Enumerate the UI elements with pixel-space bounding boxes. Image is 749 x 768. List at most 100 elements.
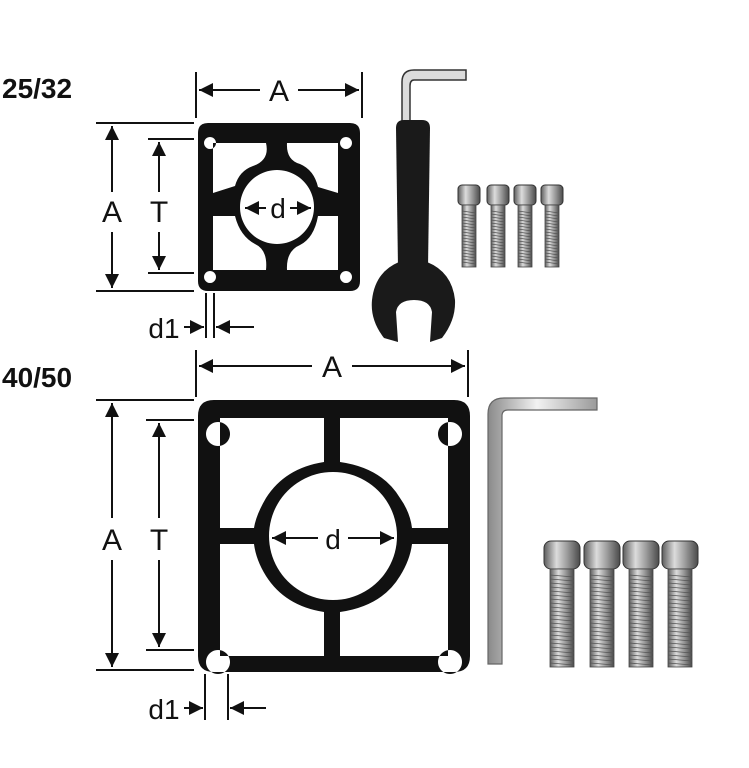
svg-text:T: T xyxy=(150,524,168,557)
thread-line xyxy=(667,642,693,646)
thread-line xyxy=(490,252,506,256)
thread-line xyxy=(549,582,575,586)
thread-line xyxy=(628,582,654,586)
dimension-a-height-large: A xyxy=(96,399,194,671)
thread-line xyxy=(544,213,560,217)
thread-line xyxy=(628,598,654,602)
thread-line xyxy=(549,654,575,658)
thread-line xyxy=(589,582,615,586)
thread-line xyxy=(517,246,533,250)
thread-line xyxy=(461,246,477,250)
thread-line xyxy=(628,618,654,622)
dimension-d1-large: d1 xyxy=(148,674,266,725)
hex-key-icon xyxy=(487,397,598,665)
thread-line xyxy=(544,228,560,232)
screw-icon xyxy=(457,184,481,268)
size-label-small: 25/32 xyxy=(2,73,72,104)
thread-line xyxy=(461,240,477,244)
thread-line xyxy=(549,638,575,642)
thread-line xyxy=(628,602,654,606)
thread-line xyxy=(461,225,477,229)
thread-line xyxy=(589,650,615,654)
thread-line xyxy=(589,630,615,634)
svg-text:A: A xyxy=(322,351,342,384)
thread-line xyxy=(517,231,533,235)
thread-line xyxy=(544,237,560,241)
thread-line xyxy=(544,222,560,226)
thread-line xyxy=(589,614,615,618)
dimension-t-large: T xyxy=(146,419,194,651)
screw-icon xyxy=(486,184,510,268)
thread-line xyxy=(461,219,477,223)
screw-icon xyxy=(543,540,581,668)
thread-line xyxy=(461,255,477,259)
thread-line xyxy=(517,213,533,217)
thread-line xyxy=(628,634,654,638)
svg-text:A: A xyxy=(102,524,122,557)
thread-line xyxy=(549,606,575,610)
thread-line xyxy=(549,598,575,602)
thread-line xyxy=(544,210,560,214)
thread-line xyxy=(589,598,615,602)
thread-line xyxy=(461,243,477,247)
thread-line xyxy=(589,594,615,598)
thread-line xyxy=(549,642,575,646)
thread-line xyxy=(490,216,506,220)
thread-line xyxy=(461,216,477,220)
thread-line xyxy=(544,216,560,220)
svg-text:d1: d1 xyxy=(148,694,179,725)
thread-line xyxy=(589,586,615,590)
thread-line xyxy=(517,258,533,262)
thread-line xyxy=(461,258,477,262)
gasket-plate-large xyxy=(198,400,470,674)
thread-line xyxy=(490,261,506,265)
dimension-d1-small: d1 xyxy=(148,293,254,344)
thread-line xyxy=(589,574,615,578)
thread-line xyxy=(549,646,575,650)
thread-line xyxy=(517,222,533,226)
thread-line xyxy=(667,622,693,626)
dimension-d-large: d xyxy=(272,524,394,555)
thread-line xyxy=(544,231,560,235)
svg-text:A: A xyxy=(269,75,289,108)
dimension-a-width-large: A xyxy=(195,350,469,397)
thread-line xyxy=(549,650,575,654)
thread-line xyxy=(667,586,693,590)
thread-line xyxy=(549,614,575,618)
thread-line xyxy=(589,642,615,646)
thread-line xyxy=(490,255,506,259)
thread-line xyxy=(589,578,615,582)
thread-line xyxy=(589,602,615,606)
thread-line xyxy=(589,626,615,630)
thread-line xyxy=(544,225,560,229)
thread-line xyxy=(549,574,575,578)
thread-line xyxy=(490,228,506,232)
thread-line xyxy=(517,255,533,259)
thread-line xyxy=(490,234,506,238)
thread-line xyxy=(517,219,533,223)
dimension-d-small: d xyxy=(245,193,311,224)
thread-line xyxy=(517,216,533,220)
thread-line xyxy=(549,602,575,606)
size-label-large: 40/50 xyxy=(2,362,72,393)
thread-line xyxy=(589,654,615,658)
thread-line xyxy=(544,255,560,259)
thread-line xyxy=(667,614,693,618)
thread-line xyxy=(628,658,654,662)
thread-line xyxy=(667,610,693,614)
thread-line xyxy=(628,646,654,650)
thread-line xyxy=(549,578,575,582)
thread-line xyxy=(544,258,560,262)
thread-line xyxy=(628,662,654,666)
thread-line xyxy=(589,658,615,662)
thread-line xyxy=(589,638,615,642)
thread-line xyxy=(549,622,575,626)
screw-icon xyxy=(540,184,564,268)
svg-text:d1: d1 xyxy=(148,313,179,344)
screw-icon xyxy=(622,540,660,668)
thread-line xyxy=(628,606,654,610)
thread-line xyxy=(667,662,693,666)
dimension-a-height-small: A xyxy=(96,122,194,292)
thread-line xyxy=(667,626,693,630)
thread-line xyxy=(667,598,693,602)
